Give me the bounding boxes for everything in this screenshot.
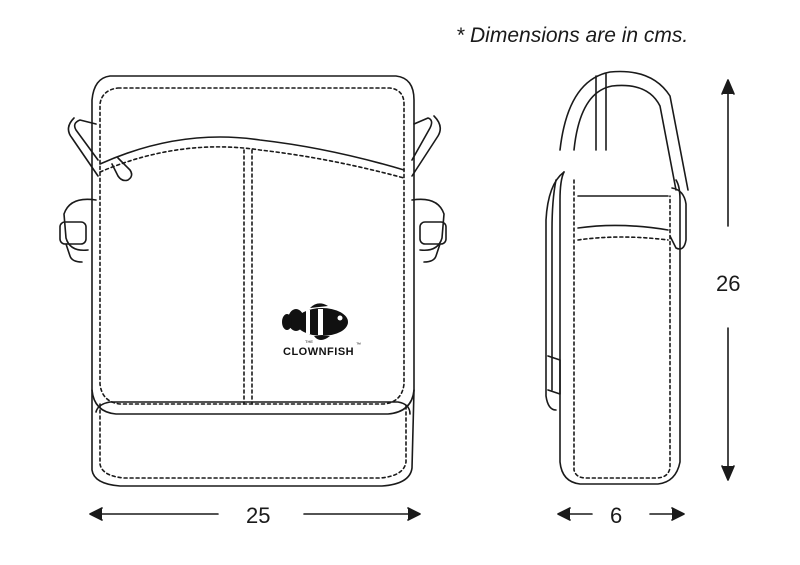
- dimensions-unit-note: * Dimensions are in cms.: [456, 24, 689, 47]
- logo-brand-name: CLOWNFISH: [283, 346, 355, 358]
- height-arrow: [722, 80, 734, 480]
- depth-arrow: [558, 508, 684, 520]
- front-flap: [92, 76, 414, 414]
- logo-prefix: THE: [305, 339, 313, 344]
- logo-trademark: ™: [356, 342, 361, 348]
- side-zip-pull: [670, 188, 686, 249]
- width-label: 25: [246, 503, 271, 528]
- front-view: [60, 76, 446, 486]
- front-zip-pocket: [100, 137, 404, 170]
- front-bag-body: [92, 390, 414, 486]
- side-view: [546, 72, 688, 485]
- height-label: 26: [716, 271, 741, 296]
- width-arrow: [90, 508, 420, 520]
- side-flap-edge: [546, 172, 564, 410]
- depth-label: 6: [610, 503, 623, 528]
- side-strap: [560, 72, 688, 191]
- zip-pull: [112, 158, 132, 181]
- clownfish-logo-icon: [282, 303, 348, 340]
- side-body: [560, 172, 680, 484]
- front-shoulder-strap: [60, 116, 446, 262]
